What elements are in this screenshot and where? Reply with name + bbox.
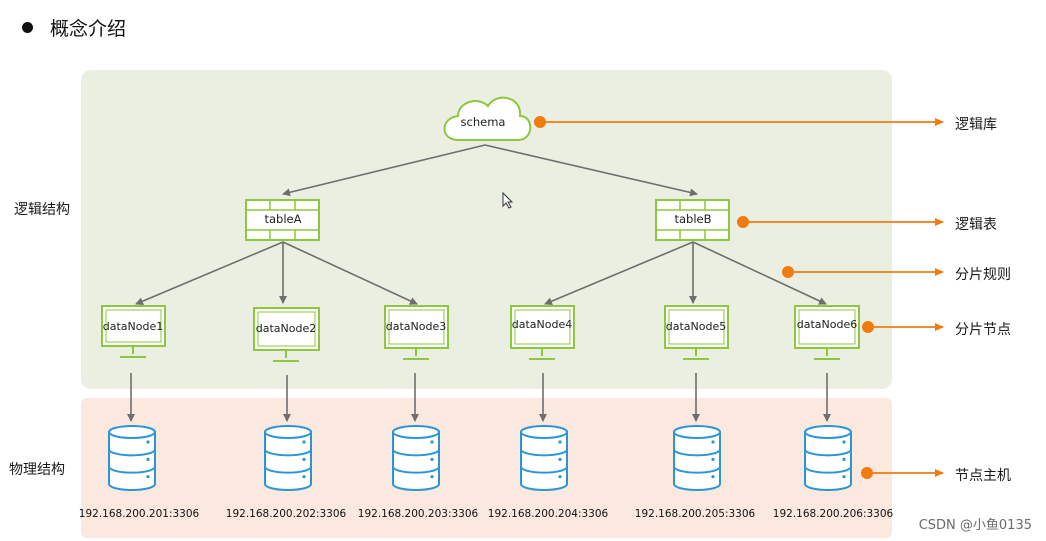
shard-node-label: 分片节点 bbox=[955, 322, 1011, 338]
physical-structure-panel bbox=[81, 398, 892, 538]
host-address: 192.168.200.203:3306 bbox=[357, 508, 479, 520]
database-cylinder-icon bbox=[108, 425, 156, 491]
schema-to-tableB-arrow bbox=[484, 144, 698, 197]
dataNode1-label: dataNode1 bbox=[102, 320, 164, 333]
shard-rule-label: 分片规则 bbox=[955, 267, 1011, 283]
dataNode4-monitor-icon bbox=[510, 305, 575, 360]
host-address: 192.168.200.205:3306 bbox=[634, 508, 756, 520]
bullet-icon bbox=[22, 22, 33, 33]
node-host-label: 节点主机 bbox=[955, 468, 1011, 484]
annotation-arrows bbox=[534, 116, 944, 479]
dataNode4-label: dataNode4 bbox=[511, 318, 573, 331]
dataNode5-monitor-icon bbox=[664, 305, 729, 360]
tableB-grid-icon bbox=[655, 199, 730, 241]
dataNode2-monitor-icon bbox=[253, 307, 320, 362]
host-address: 192.168.200.201:3306 bbox=[78, 508, 200, 520]
schema-label: schema bbox=[460, 115, 506, 129]
tableA-label: tableA bbox=[264, 212, 302, 226]
logical-structure-label: 逻辑结构 bbox=[14, 202, 70, 218]
database-icons bbox=[108, 425, 852, 491]
dataNode1-monitor-icon bbox=[101, 305, 166, 358]
page-title: 概念介绍 bbox=[50, 18, 127, 40]
dataNode6-label: dataNode6 bbox=[796, 318, 858, 331]
database-cylinder-icon bbox=[673, 425, 721, 491]
mouse-cursor-icon bbox=[502, 191, 514, 209]
database-cylinder-icon bbox=[264, 425, 312, 491]
tableB-label: tableB bbox=[674, 212, 712, 226]
host-address: 192.168.200.204:3306 bbox=[487, 508, 609, 520]
section-heading: 概念介绍 bbox=[22, 14, 126, 41]
logical-db-label: 逻辑库 bbox=[955, 117, 997, 133]
host-address: 192.168.200.206:3306 bbox=[772, 508, 894, 520]
database-cylinder-icon bbox=[520, 425, 568, 491]
database-cylinder-icon bbox=[804, 425, 852, 491]
dataNode6-monitor-icon bbox=[794, 305, 860, 360]
dataNode3-monitor-icon bbox=[384, 305, 449, 360]
dataNode2-label: dataNode2 bbox=[255, 322, 317, 335]
logical-table-label: 逻辑表 bbox=[955, 217, 997, 233]
schema-cloud-icon bbox=[443, 96, 532, 141]
database-cylinder-icon bbox=[392, 425, 440, 491]
schema-to-tableA-arrow bbox=[282, 144, 486, 197]
host-address: 192.168.200.202:3306 bbox=[225, 508, 347, 520]
dataNode3-label: dataNode3 bbox=[385, 320, 447, 333]
watermark: CSDN @小鱼0135 bbox=[918, 518, 1032, 533]
physical-structure-label: 物理结构 bbox=[9, 462, 65, 478]
tableA-grid-icon bbox=[245, 199, 320, 241]
dataNode5-label: dataNode5 bbox=[665, 320, 727, 333]
